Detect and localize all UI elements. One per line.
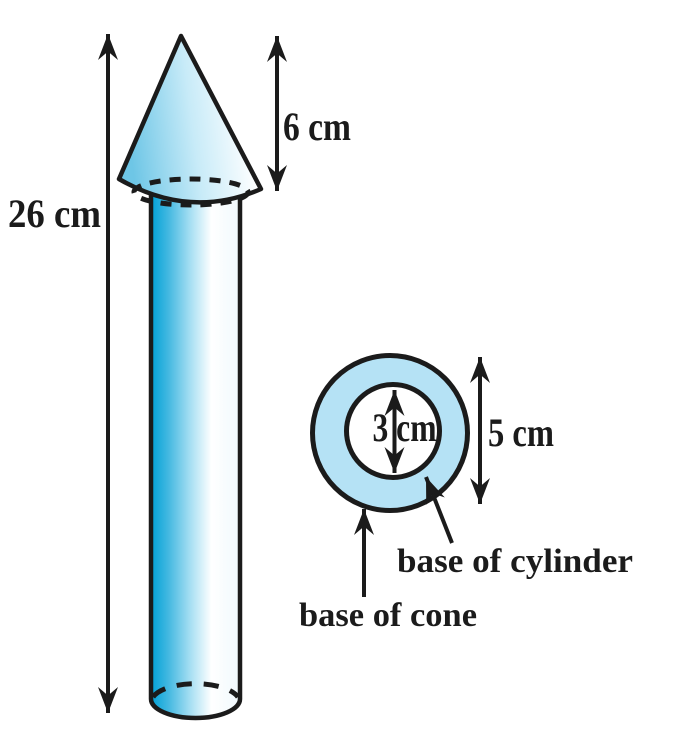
inner-diameter-label: 3 cm <box>373 405 437 450</box>
cone-height-label: 6 cm <box>283 104 351 149</box>
annotations: base of cylinder base of cone <box>299 476 633 634</box>
cone-height-dimension: 6 cm <box>267 36 351 191</box>
cylinder-bottom-dashed-arc <box>150 681 241 699</box>
cross-section-ring: 3 cm 5 cm <box>310 353 554 513</box>
cylinder-body <box>151 186 240 718</box>
base-of-cone-label: base of cone <box>299 597 477 634</box>
total-height-label: 26 cm <box>8 191 101 236</box>
cylinder-outline <box>148 189 243 721</box>
composite-solid <box>116 33 264 721</box>
base-of-cylinder-leader-arrow <box>424 476 454 544</box>
outer-diameter-label: 5 cm <box>488 410 554 455</box>
base-of-cylinder-label: base of cylinder <box>397 543 633 580</box>
total-height-dimension: 26 cm <box>8 34 118 713</box>
cone-base-dashed-ellipse <box>131 176 251 208</box>
cone-shape <box>116 33 264 205</box>
